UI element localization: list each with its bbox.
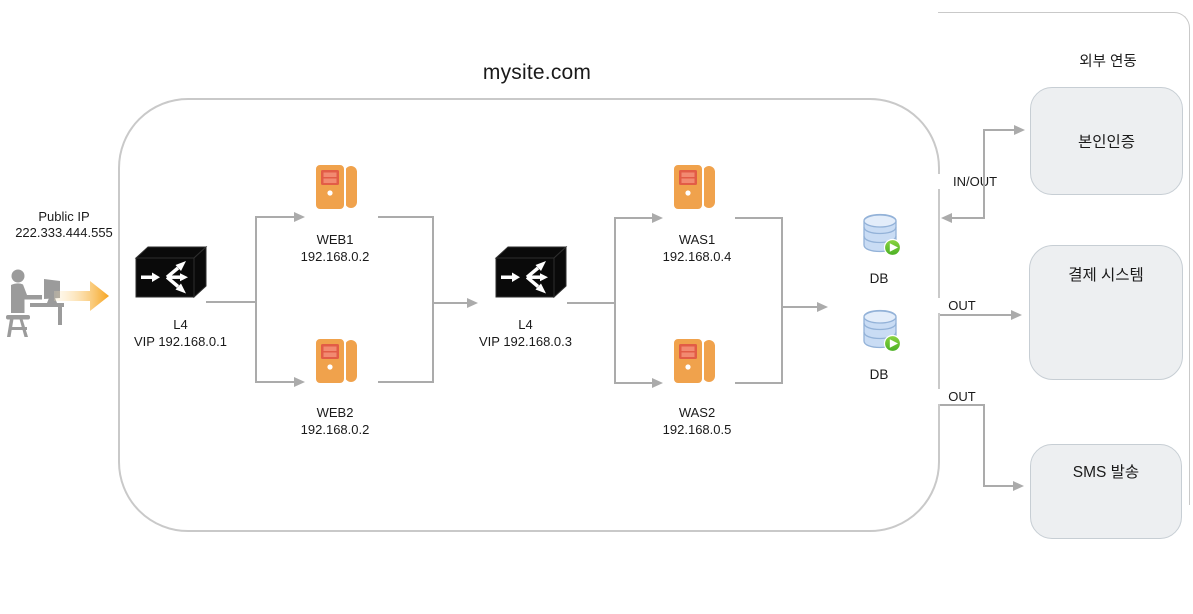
connector-out-sms-h2 [983,485,1013,487]
connector-branch1 [255,216,257,383]
web-server-icon [314,163,357,211]
connector-inout-h2 [983,129,1014,131]
public-ip-line1: Public IP [38,209,90,224]
web2-label: WEB2 192.168.0.2 [275,404,395,438]
arrowhead [941,213,952,223]
arrowhead [294,212,305,222]
connector-was1-out [735,217,783,219]
was-server-icon [672,337,715,385]
connector-web2-out [378,381,434,383]
connector-l4b-out [567,302,616,304]
flow-arrow-icon [54,281,109,311]
external-heading: 외부 연동 [1079,54,1137,70]
was1-ip: 192.168.0.4 [662,249,732,264]
connector-web2-in [255,381,294,383]
l4-switch-icon [134,246,208,298]
service-label: 본인인증 [1077,134,1136,151]
arrowhead [652,213,663,223]
l4-2-vip: VIP 192.168.0.3 [478,334,572,349]
connector-out-sms-v [983,404,985,487]
connector-branch2 [614,217,616,384]
web1-name: WEB1 [316,232,354,247]
mysite-boundary-box [118,98,940,532]
database-icon [863,213,901,257]
arrowhead [652,378,663,388]
edge-label-out-sms: OUT [932,389,992,404]
connector-db-in [781,306,817,308]
db1-label: DB [869,271,889,286]
connector-merge2 [781,217,783,384]
public-ip-line2: 222.333.444.555 [15,225,113,240]
web2-name: WEB2 [316,405,354,420]
web-server-icon [314,337,357,385]
was2-ip: 192.168.0.5 [662,422,732,437]
was2-label: WAS2 192.168.0.5 [637,404,757,438]
service-label: 결제 시스템 [1068,267,1144,284]
arrowhead [1014,125,1025,135]
l4-2-label: L4 VIP 192.168.0.3 [453,316,598,350]
connector-web1-in [255,216,294,218]
edge-label-inout: IN/OUT [930,174,1020,189]
arrowhead [1011,310,1022,320]
connector-l4b-in [432,302,467,304]
connector-inout-v [983,130,985,219]
l4-1-vip: VIP 192.168.0.1 [133,334,227,349]
was2-name: WAS2 [678,405,716,420]
connector-was1-in [614,217,652,219]
connector-inout-h1 [952,217,985,219]
user-at-computer-icon [6,269,64,337]
was-server-icon [672,163,715,211]
web1-label: WEB1 192.168.0.2 [275,231,395,265]
l4-2-name: L4 [518,317,533,332]
database-icon [863,309,901,353]
service-label: SMS 발송 [1072,464,1140,481]
connector-was2-out [735,382,783,384]
connector-was2-in [614,382,652,384]
connector-l4a-out [206,301,256,303]
page-title: mysite.com [482,61,592,84]
was1-name: WAS1 [678,232,716,247]
web2-ip: 192.168.0.2 [300,422,370,437]
web1-ip: 192.168.0.2 [300,249,370,264]
connector-merge1 [432,216,434,383]
external-service-identity: 본인인증 [1030,87,1183,195]
connector-web1-out [378,216,434,218]
arrowhead [294,377,305,387]
external-group-frame [938,12,1190,505]
external-service-sms: SMS 발송 [1030,444,1182,539]
was1-label: WAS1 192.168.0.4 [637,231,757,265]
l4-1-label: L4 VIP 192.168.0.1 [108,316,253,350]
external-service-payment: 결제 시스템 [1029,245,1183,380]
public-ip-label: Public IP 222.333.444.555 [8,209,120,241]
l4-switch-icon [494,246,568,298]
arrowhead [817,302,828,312]
edge-label-out-payment: OUT [932,298,992,313]
arrowhead [467,298,478,308]
arrowhead [1013,481,1024,491]
connector-out-sms-h1 [940,404,985,406]
l4-1-name: L4 [173,317,188,332]
db2-label: DB [869,367,889,382]
connector-out-payment [940,314,1011,316]
